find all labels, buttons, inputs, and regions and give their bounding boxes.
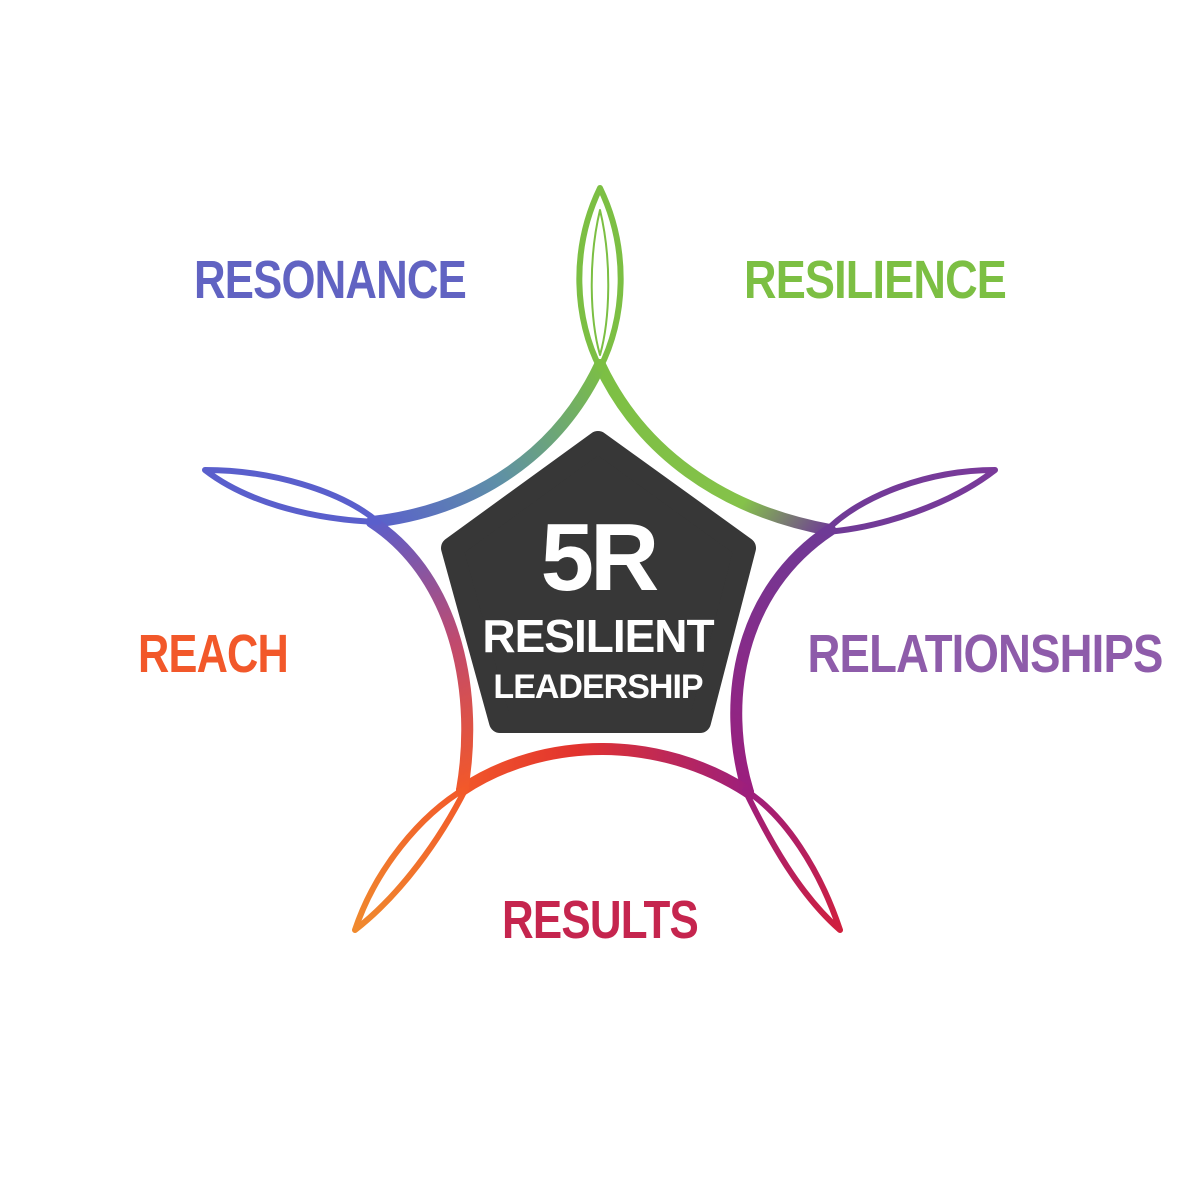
petal-upper-right xyxy=(822,467,998,535)
labels: RESONANCE RESILIENCE REACH RELATIONSHIPS… xyxy=(138,250,1164,950)
center-big-text: 5R xyxy=(541,504,658,611)
label-resonance: RESONANCE xyxy=(194,250,466,310)
label-reach: REACH xyxy=(138,624,288,684)
ring-arc-top-right xyxy=(594,359,836,536)
center-pentagon xyxy=(441,431,756,733)
center-badge: 5R RESILIENT LEADERSHIP xyxy=(441,431,756,733)
petal-bottom-left xyxy=(352,785,469,933)
petal-upper-left xyxy=(202,467,381,525)
petal-top xyxy=(576,185,624,371)
ring-arc-top-left xyxy=(366,359,606,528)
ring-arc-bottom xyxy=(456,743,754,798)
ring xyxy=(366,359,836,798)
ring-arc-left xyxy=(366,516,474,796)
center-line2-text: LEADERSHIP xyxy=(493,668,702,706)
center-line1-text: RESILIENT xyxy=(482,610,714,662)
label-relationships: RELATIONSHIPS xyxy=(808,624,1163,684)
ring-arc-right xyxy=(730,524,836,798)
label-resilience: RESILIENCE xyxy=(744,250,1006,310)
label-results: RESULTS xyxy=(502,890,698,950)
petal-top-inner xyxy=(590,209,610,356)
petals xyxy=(202,185,998,933)
petal-bottom-right xyxy=(742,787,843,933)
